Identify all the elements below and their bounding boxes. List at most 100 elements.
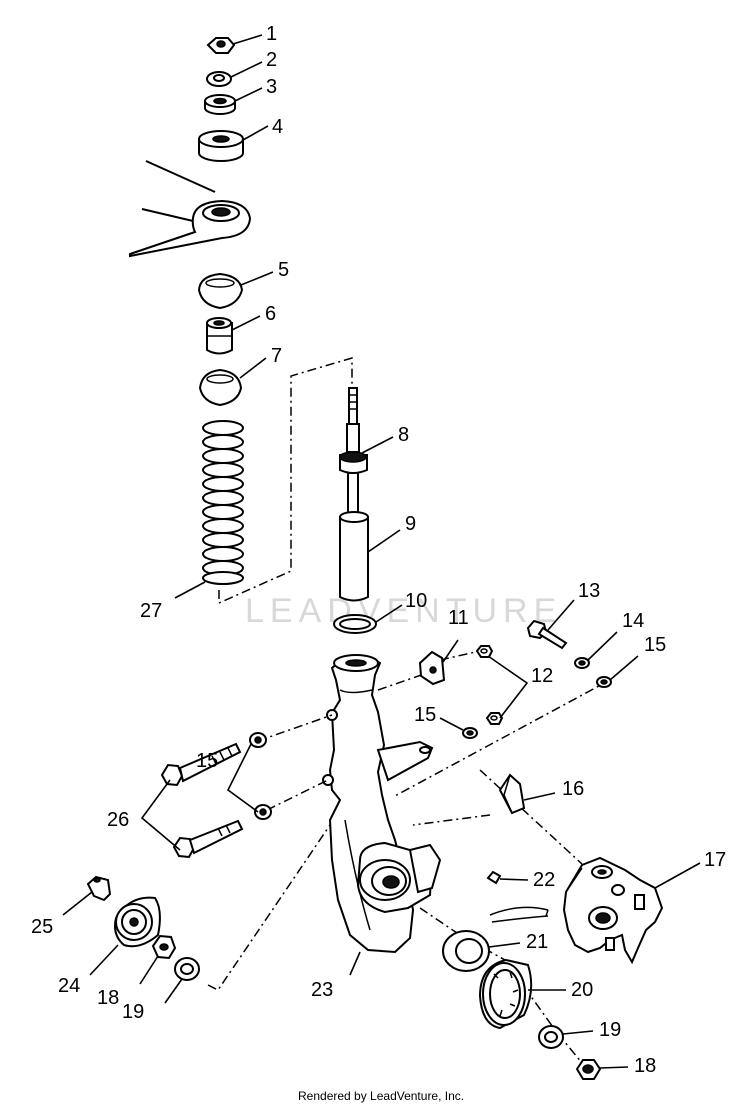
callout-14: 14 <box>622 610 644 632</box>
tab-bracket-part-11 <box>418 650 446 686</box>
callout-24: 24 <box>58 975 80 997</box>
assembly-line-bolt-upper <box>257 714 333 742</box>
callout-23: 23 <box>311 979 333 1001</box>
callout-2: 2 <box>266 49 277 71</box>
washer-part-2 <box>206 71 232 87</box>
leader-12 <box>487 655 529 719</box>
washer-part-14 <box>574 657 590 669</box>
strut-rod-part-8 <box>339 387 368 514</box>
callout-8: 8 <box>398 424 409 446</box>
assembly-line-bolt-lower <box>266 779 329 811</box>
bolt-part-26-lower <box>172 819 244 859</box>
leader-24 <box>89 944 119 976</box>
dust-cap-part-24 <box>114 896 161 948</box>
brake-line-wire <box>489 906 549 923</box>
leader-23 <box>349 951 361 976</box>
dome-washer-part-5 <box>197 272 244 310</box>
callout-22: 22 <box>533 869 555 891</box>
leader-19-right <box>562 1030 594 1035</box>
callout-19-right: 19 <box>599 1019 621 1041</box>
sleeve-part-6 <box>206 317 233 355</box>
washer-part-15-mid <box>462 727 478 739</box>
leader-27 <box>174 581 206 599</box>
bolt-part-13 <box>526 619 568 650</box>
washer-part-15-right <box>596 676 612 688</box>
leader-7 <box>239 357 267 379</box>
leader-26 <box>140 779 181 851</box>
washer-part-19-left <box>174 957 200 981</box>
callout-12: 12 <box>531 665 553 687</box>
bushing-part-4 <box>198 130 244 162</box>
callout-13: 13 <box>578 580 600 602</box>
callout-9: 9 <box>405 513 416 535</box>
assembly-line-caliper-mid <box>479 769 583 865</box>
callout-15-mid: 15 <box>414 704 436 726</box>
callout-15-right: 15 <box>644 634 666 656</box>
leader-18-right <box>599 1066 629 1069</box>
leader-9 <box>367 529 401 553</box>
assembly-line-strut <box>218 356 353 605</box>
callout-7: 7 <box>271 345 282 367</box>
leader-15-mid <box>439 717 464 731</box>
leader-18-left <box>139 955 159 985</box>
stud-part-22 <box>486 870 502 885</box>
washer-part-15-lower-left <box>254 804 272 820</box>
callout-20: 20 <box>571 979 593 1001</box>
callout-26: 26 <box>107 809 129 831</box>
bearing-part-20 <box>478 958 533 1030</box>
leader-2 <box>230 61 263 78</box>
assembly-line-left-stack <box>207 824 331 991</box>
callout-3: 3 <box>266 76 277 98</box>
nut-part-12-lower <box>485 712 504 725</box>
castle-nut-part-18-right <box>575 1059 602 1080</box>
callout-18-right: 18 <box>634 1055 656 1077</box>
watermark: LEADVENTURE <box>245 592 562 630</box>
callout-18-left: 18 <box>97 987 119 1009</box>
frame-mount <box>129 160 252 258</box>
nut-part-12-upper <box>475 645 494 658</box>
callout-15-left: 15 <box>196 750 218 772</box>
nut-part-1 <box>206 37 236 54</box>
seal-part-21 <box>442 930 490 972</box>
leader-19-left <box>164 978 183 1004</box>
callout-11: 11 <box>448 607 469 629</box>
brake-pad-part-16 <box>498 773 526 815</box>
leader-8 <box>361 436 394 454</box>
leader-15-left <box>226 743 259 813</box>
assembly-line-stud <box>412 814 491 826</box>
caliper-part-17 <box>562 856 664 965</box>
footer-credit: Rendered by LeadVenture, Inc. <box>298 1089 464 1103</box>
leader-22 <box>499 878 529 881</box>
callout-21: 21 <box>526 931 548 953</box>
assembly-line-caliper-upper <box>392 679 611 798</box>
callout-10: 10 <box>405 590 427 612</box>
leader-5 <box>240 271 274 286</box>
bushing-part-3 <box>204 94 236 115</box>
callout-4: 4 <box>272 116 283 138</box>
callout-6: 6 <box>265 303 276 325</box>
leader-11 <box>442 639 459 663</box>
washer-part-15-upper-left <box>249 732 267 748</box>
callout-17: 17 <box>704 849 726 871</box>
leader-10 <box>375 604 403 623</box>
callout-16: 16 <box>562 778 584 800</box>
steering-knuckle-part-23 <box>322 654 442 954</box>
leader-17 <box>654 862 701 889</box>
leader-6 <box>231 315 261 331</box>
leader-1 <box>232 34 263 45</box>
castle-nut-part-18-left <box>151 934 177 960</box>
coil-spring-part-27 <box>202 420 244 585</box>
callout-25: 25 <box>31 916 53 938</box>
callout-19-left: 19 <box>122 1001 144 1023</box>
grease-fitting-part-25 <box>86 875 112 902</box>
washer-part-19-right <box>538 1025 564 1049</box>
leader-4 <box>242 125 269 141</box>
ring-part-10 <box>333 614 377 634</box>
callout-27: 27 <box>140 600 162 622</box>
callout-5: 5 <box>278 259 289 281</box>
dome-washer-part-7 <box>198 368 243 407</box>
leader-14 <box>587 631 618 661</box>
leader-15-right <box>609 655 639 681</box>
leader-25 <box>62 891 93 916</box>
